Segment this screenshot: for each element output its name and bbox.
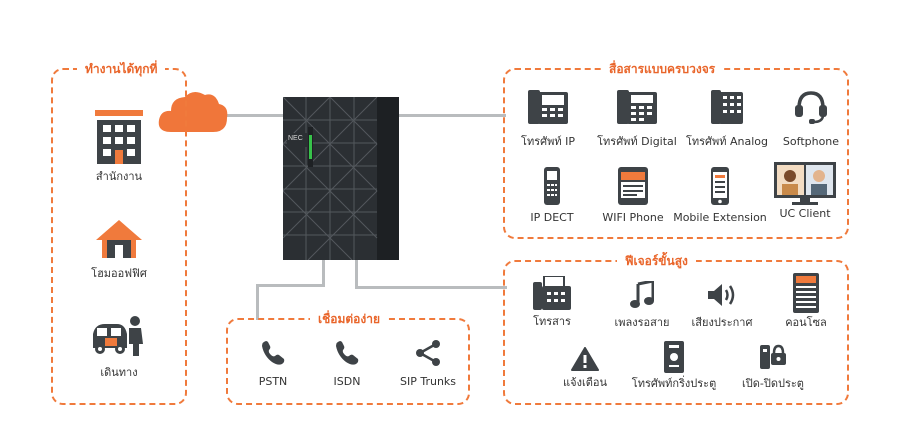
headset-icon [794, 90, 828, 124]
connectivity-panel: เชื่อมต่อง่าย [226, 309, 470, 405]
analog-phone-icon [711, 90, 743, 124]
mobile-phone-icon [711, 167, 729, 205]
pstn-label: PSTN [258, 375, 288, 388]
work-anywhere-title: ทำงานได้ทุกที่ [77, 59, 166, 79]
travel-item: เดินทาง [71, 316, 167, 380]
announcement-label: เสียงประกาศ [691, 316, 753, 329]
home-office-label: โฮมออฟฟิศ [91, 267, 147, 280]
wire-server-features-h [355, 286, 507, 289]
wire-server-connectivity-h [256, 284, 325, 287]
wifi-phone-label: WIFI Phone [602, 211, 664, 224]
ip-dect-label: IP DECT [530, 211, 574, 224]
home-icon [96, 220, 142, 258]
music-on-hold-item: เพลงรอสาย [604, 281, 680, 330]
travel-label: เดินทาง [100, 366, 138, 379]
traveler-icon [91, 316, 147, 356]
wifi-phone-icon [618, 167, 648, 205]
pstn-phone-icon [260, 340, 286, 366]
server-brand: NEC [288, 135, 303, 142]
connectivity-title: เชื่อมต่อง่าย [310, 309, 388, 329]
console-label: คอนโซล [785, 316, 827, 329]
digital-phone-item: โทรศัพท์ Digital [589, 90, 685, 149]
alert-label: แจ้งเตือน [563, 376, 607, 389]
alert-item: แจ้งเตือน [547, 347, 623, 390]
office-building-icon [94, 110, 144, 164]
video-conference-icon [774, 162, 836, 205]
sip-trunks-item: SIP Trunks [390, 340, 466, 389]
softphone-label: Softphone [782, 135, 840, 148]
door-phone-label: โทรศัพท์กริ่งประตู [631, 377, 717, 390]
door-lock-item: เปิด-ปิดประตู [727, 343, 819, 391]
pstn-item: PSTN [243, 340, 303, 389]
pbx-server: NEC [283, 97, 399, 260]
analog-phone-label: โทรศัพท์ Analog [685, 135, 769, 148]
wire-server-connectivity-v2 [256, 284, 259, 320]
uc-client-label: UC Client [779, 207, 831, 220]
sip-trunks-label: SIP Trunks [399, 375, 457, 388]
wire-server-features-v [355, 258, 358, 288]
wire-server-communications [398, 114, 506, 117]
mobile-extension-item: Mobile Extension [672, 167, 768, 225]
communications-panel: สื่อสารแบบครบวงจร [503, 59, 849, 239]
office-item: สำนักงาน [71, 110, 167, 184]
speaker-icon [708, 283, 736, 307]
music-note-icon [630, 281, 654, 309]
ip-phone-icon [528, 90, 568, 124]
analog-phone-item: โทรศัพท์ Analog [681, 90, 773, 149]
cloud-icon [157, 88, 229, 134]
warning-icon [571, 347, 599, 371]
advanced-features-panel: ฟีเจอร์ขั้นสูง [503, 251, 849, 405]
isdn-phone-icon [334, 340, 360, 366]
communications-title: สื่อสารแบบครบวงจร [601, 59, 724, 79]
advanced-features-title: ฟีเจอร์ขั้นสูง [617, 251, 696, 271]
announcement-item: เสียงประกาศ [682, 283, 762, 330]
digital-phone-icon [617, 90, 657, 124]
uc-client-item: UC Client [765, 162, 845, 221]
fax-label: โทรสาร [533, 315, 571, 328]
home-office-item: โฮมออฟฟิศ [71, 220, 167, 281]
console-item: คอนโซล [772, 273, 840, 330]
music-on-hold-label: เพลงรอสาย [614, 316, 670, 329]
wifi-phone-item: WIFI Phone [595, 167, 671, 225]
door-phone-item: โทรศัพท์กริ่งประตู [622, 341, 726, 391]
wire-server-connectivity-v1 [322, 258, 325, 286]
digital-phone-label: โทรศัพท์ Digital [597, 135, 677, 148]
share-icon [414, 340, 442, 366]
dect-handset-icon [544, 167, 560, 205]
door-phone-icon [664, 341, 684, 373]
ip-phone-label: โทรศัพท์ IP [521, 135, 575, 148]
work-anywhere-panel: ทำงานได้ทุกที่ [51, 59, 187, 405]
fax-item: โทรสาร [519, 276, 585, 329]
office-label: สำนักงาน [95, 170, 143, 183]
door-lock-label: เปิด-ปิดประตู [742, 377, 804, 390]
softphone-item: Softphone [773, 90, 849, 149]
mobile-extension-label: Mobile Extension [673, 211, 767, 224]
door-lock-icon [758, 343, 788, 371]
isdn-item: ISDN [317, 340, 377, 389]
fax-icon [533, 276, 571, 310]
console-icon [793, 273, 819, 313]
ip-phone-item: โทรศัพท์ IP [505, 90, 591, 149]
isdn-label: ISDN [333, 375, 361, 388]
wire-cloud-server [225, 114, 283, 117]
ip-dect-item: IP DECT [515, 167, 589, 225]
